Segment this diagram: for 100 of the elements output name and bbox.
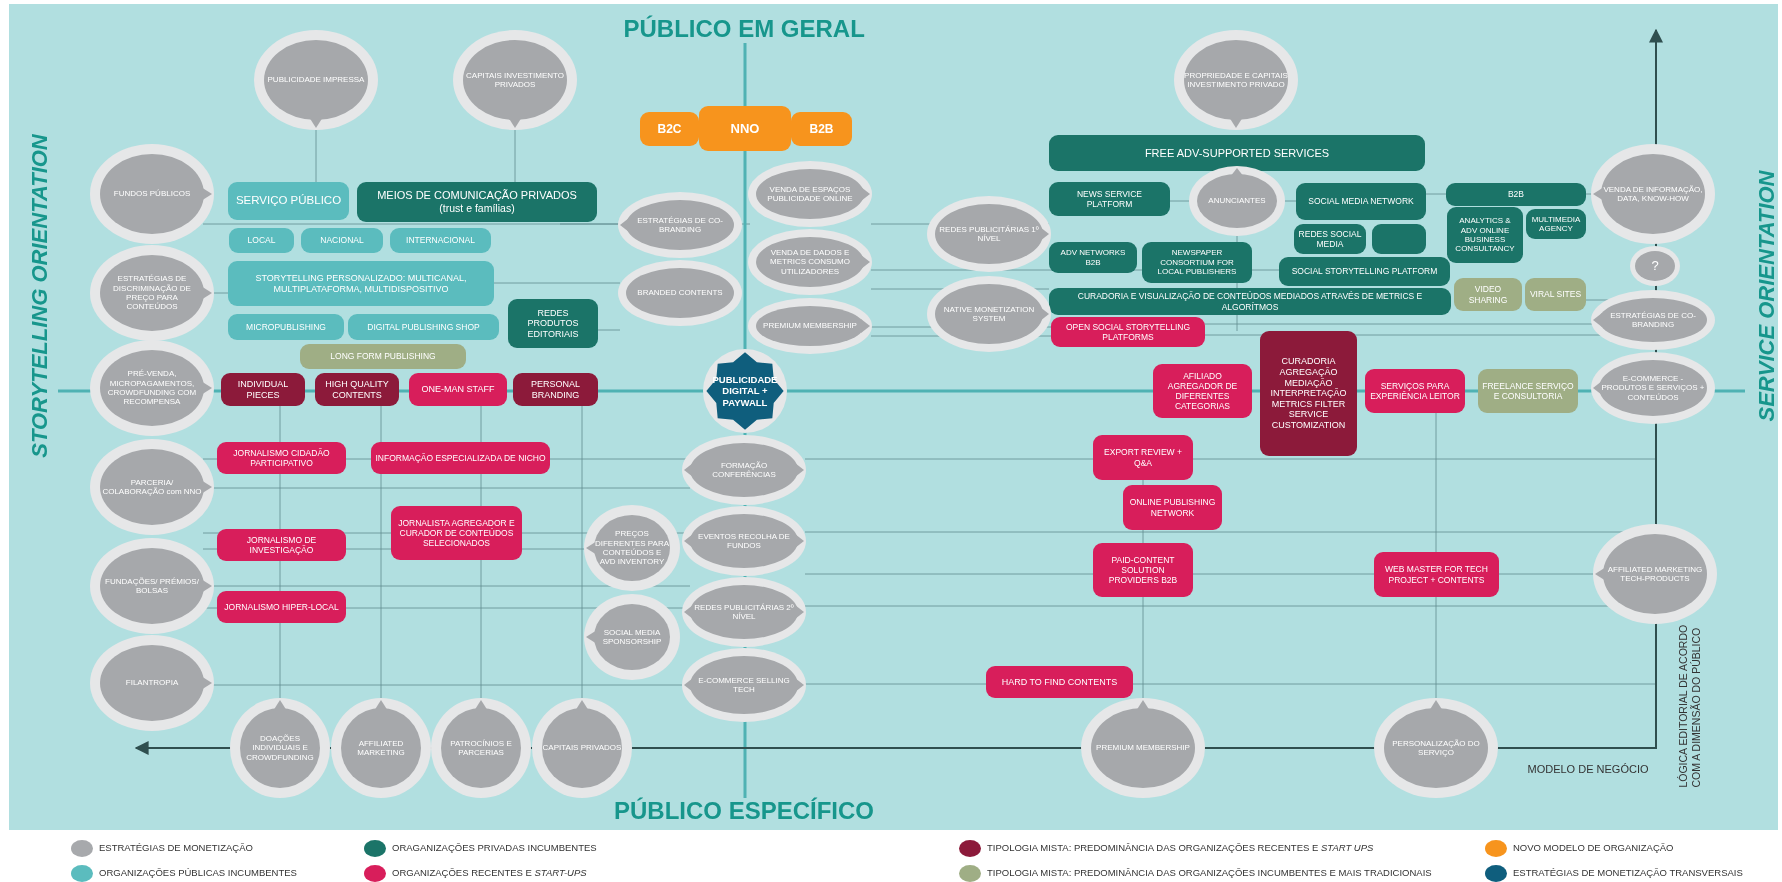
organization-box — [1260, 331, 1357, 456]
organization-box — [1153, 364, 1252, 418]
node-label: PREMIUM MEMBERSHIP — [763, 321, 857, 331]
node-label: INDIVIDUAL PIECES — [236, 378, 290, 401]
organization-box — [229, 228, 294, 253]
node-label: OPEN SOCIAL STORYTELLING PLATFORMS — [1064, 322, 1192, 342]
node-label: DIGITAL PUBLISHING SHOP — [367, 322, 480, 332]
organization-box — [217, 591, 346, 623]
node-label: E-COMMERCE - PRODUTOS E SERVIÇOS + CONTEÚDOS — [1601, 373, 1705, 403]
organization-box — [228, 314, 344, 340]
node-label: SERVIÇO PÚBLICO — [235, 194, 342, 208]
organization-box — [217, 442, 346, 474]
node-label: PREMIUM MEMBERSHIP — [1096, 743, 1190, 753]
node-label: PUBLICIDADE IMPRESSA — [267, 75, 365, 85]
node-label: NACIONAL — [320, 235, 364, 246]
node-label: REDES PRODUTOS EDITORIAIS — [526, 307, 580, 340]
node-label: HARD TO FIND CONTENTS — [1001, 676, 1118, 688]
node-label: REDES PUBLICITÁRIAS 2º NÍVEL — [693, 602, 795, 622]
organization-box — [1123, 485, 1222, 530]
node-label: AFFILIATED MARKETING — [356, 738, 406, 758]
node-label: REDES PUBLICITÁRIAS 1º NÍVEL — [938, 224, 1040, 244]
node-label: CAPITAIS PRIVADOS — [542, 743, 622, 753]
node-label: B2C — [657, 121, 682, 137]
node-label: ANUNCIANTES — [1208, 196, 1266, 206]
organization-box — [1365, 369, 1465, 413]
organization-box — [1446, 183, 1586, 206]
node-label: ? — [1651, 258, 1659, 274]
legend-label: ORGANIZAÇÕES PÚBLICAS INCUMBENTES — [99, 867, 297, 878]
axis-title: SERVICE ORIENTATION — [1754, 170, 1780, 422]
organization-box — [986, 666, 1133, 698]
node-label: CURADORIA AGREGAÇÃO MEDIAÇÃO INTERPRETAÇÃO METRICS FILTER SERVICE CUSTOMIZATION — [1269, 356, 1348, 431]
node-label: ANALYTICS & ADV ONLINE BUSINESS CONSULTANCY — [1454, 216, 1516, 254]
legend-label: ESTRATÉGIAS DE MONETIZAÇÃO — [99, 842, 253, 853]
node-label: BRANDED CONTENTS — [637, 288, 723, 298]
node-label: LONG FORM PUBLISHING — [330, 351, 436, 362]
node-label: EXPORT REVIEW + Q&A — [1103, 447, 1183, 468]
node-label: VIDEO SHARING — [1467, 284, 1509, 305]
organization-box — [300, 344, 466, 369]
axis-title: PÚBLICO EM GERAL — [623, 15, 865, 43]
node-label: CURADORIA E VISUALIZAÇÃO DE CONTEÚDOS MEDIADOS ATRAVÉS DE METRICS E ALGORÍTMOS — [1076, 291, 1424, 312]
node-label: PAID-CONTENT SOLUTION PROVIDERS B2B — [1107, 554, 1179, 585]
node-label: VIRAL SITES — [1529, 289, 1582, 300]
node-label: PERSONAL BRANDING — [530, 378, 581, 401]
node-label: PERSONALIZAÇÃO DO SERVIÇO — [1391, 738, 1481, 758]
organization-box — [1049, 242, 1137, 273]
node-label: NNO — [730, 120, 760, 137]
node-label: MEIOS DE COMUNICAÇÃO PRIVADOS — [377, 189, 577, 203]
organization-box — [1049, 135, 1425, 171]
node-label: ESTRATÉGIAS DE CO-BRANDING — [636, 215, 724, 235]
node-label: EVENTOS RECOLHA DE FUNDOS — [697, 531, 791, 551]
organization-box — [228, 261, 494, 306]
organization-box — [315, 373, 399, 406]
node-label: INTERNACIONAL — [406, 235, 475, 246]
organization-box — [357, 182, 597, 222]
node-label: PROPRIEDADE E CAPITAIS INVESTIMENTO PRIVADO — [1184, 70, 1288, 90]
node-label: NEWS SERVICE PLATFORM — [1076, 189, 1143, 209]
node-label: REDES SOCIAL MEDIA — [1298, 229, 1362, 249]
organization-box — [391, 506, 522, 560]
node-label: ESTRATÉGIAS DE DISCRIMINAÇÃO DE PREÇO PARA CONTEÚDOS — [112, 274, 192, 312]
node-label: ADV NETWORKS B2B — [1059, 248, 1127, 267]
node-label: JORNALISMO DE INVESTIGAÇÃO — [245, 535, 318, 555]
node-label: E-COMMERCE SELLING TECH — [697, 675, 791, 695]
model-tag — [699, 106, 791, 151]
legend-label: ESTRATÉGIAS DE MONETIZAÇÃO TRANSVERSAIS — [1513, 867, 1743, 878]
node-label: SOCIAL MEDIA NETWORK — [1308, 196, 1414, 207]
organization-box — [1525, 278, 1586, 311]
organization-box — [1447, 207, 1523, 263]
organization-box — [513, 373, 598, 406]
legend-label: ORGANIZAÇÕES RECENTES E START-UPS — [392, 867, 587, 878]
node-label: MICROPUBLISHING — [246, 322, 326, 332]
node-label: (trust e famílias) — [439, 202, 515, 215]
node-label: VENDA DE ESPAÇOS PUBLICIDADE ONLINE — [766, 184, 854, 204]
legend-label: TIPOLOGIA MISTA: PREDOMINÂNCIA DAS ORGANIZAÇÕES INCUMBENTES E MAIS TRADICIONAIS — [987, 867, 1432, 878]
organization-box — [1296, 183, 1426, 220]
organization-box — [217, 529, 346, 561]
node-label: FORMAÇÃO CONFERÊNCIAS — [711, 460, 777, 480]
node-label: PRÉ-VENDA, MICROPAGAMENTOS, CROWDFUNDING COM RECOMPENSA — [106, 369, 198, 407]
organization-box — [1478, 369, 1578, 413]
node-label: B2B — [1507, 189, 1525, 200]
node-label: AFFILIATED MARKETING TECH-PRODUCTS — [1606, 564, 1704, 584]
axis-title: MODELO DE NEGÓCIO — [1527, 763, 1649, 775]
model-tag — [640, 112, 699, 146]
axis-title: STORYTELLING ORIENTATION — [26, 134, 53, 458]
node-label: HIGH QUALITY CONTENTS — [324, 378, 390, 401]
node-label: FREELANCE SERVIÇO E CONSULTORIA — [1482, 381, 1574, 401]
node-label: PREÇOS DIFERENTES PARA CONTEÚDOS E AVD INVENTORY — [594, 529, 670, 567]
organization-box — [1049, 288, 1451, 315]
model-tag — [791, 112, 852, 146]
node-label: AFILIADO AGREGADOR DE DIFERENTES CATEGORIAS — [1166, 370, 1239, 412]
organization-box — [348, 314, 499, 340]
node-label: FILANTROPIA — [125, 678, 179, 688]
organization-box — [228, 182, 349, 220]
organization-box — [1049, 182, 1170, 216]
node-label: JORNALISTA AGREGADOR E CURADOR DE CONTEÚDOS SELECIONADOS — [397, 517, 516, 548]
node-label: FUNDAÇÕES/ PRÉMIOS/ BOLSAS — [104, 576, 200, 596]
node-label: FUNDOS PÚBLICOS — [113, 189, 191, 199]
organization-box — [301, 228, 383, 253]
node-label: ESTRATÉGIAS DE CO-BRANDING — [1609, 310, 1697, 330]
node-label: STORYTELLING PERSONALIZADO: MULTICANAL, MULTIPLATAFORMA, MULTIDISPOSITIVO — [254, 272, 468, 295]
node-label: SERVIÇOS PARA EXPERIÊNCIA LEITOR — [1369, 381, 1461, 401]
